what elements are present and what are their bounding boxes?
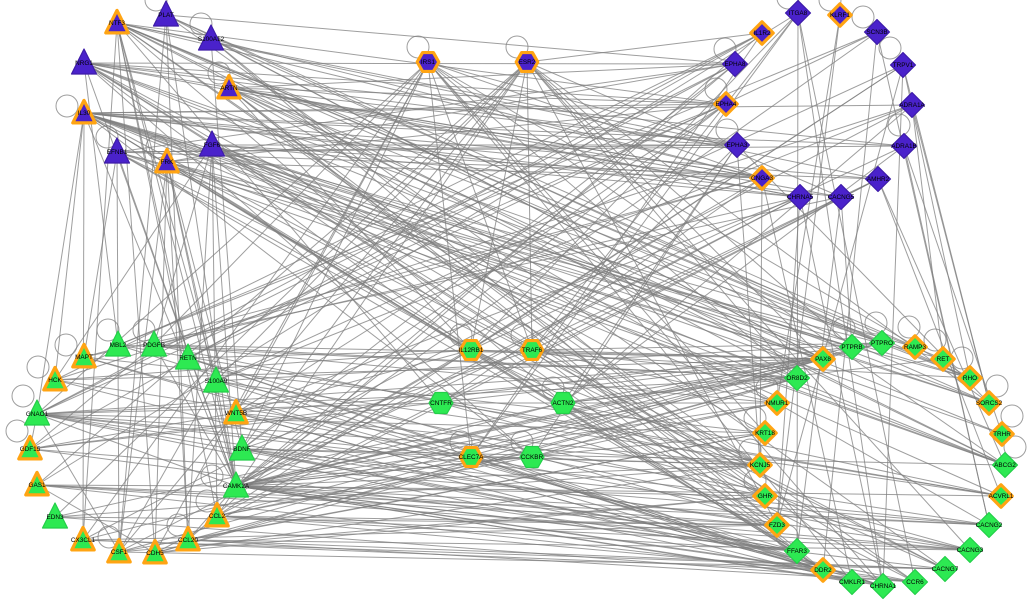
svg-text:NMUR1: NMUR1 xyxy=(766,400,789,407)
svg-text:PLAT: PLAT xyxy=(158,12,174,19)
svg-text:CMKLR1: CMKLR1 xyxy=(839,579,865,586)
svg-text:CCKBR: CCKBR xyxy=(521,454,544,461)
svg-text:MBL2: MBL2 xyxy=(110,342,127,349)
svg-text:CACNG5: CACNG5 xyxy=(828,194,855,201)
svg-text:TRAF6: TRAF6 xyxy=(522,347,543,354)
svg-text:HCK: HCK xyxy=(48,377,62,384)
svg-text:KLRF1: KLRF1 xyxy=(830,12,850,19)
svg-text:MAPT: MAPT xyxy=(75,354,93,361)
svg-text:PTPRB: PTPRB xyxy=(841,344,862,351)
svg-text:FZD3: FZD3 xyxy=(769,522,785,529)
svg-text:CDH5: CDH5 xyxy=(146,550,164,557)
svg-text:RAMP3: RAMP3 xyxy=(904,344,926,351)
svg-text:CNGA3: CNGA3 xyxy=(751,175,773,182)
svg-text:ADRA1B: ADRA1B xyxy=(891,143,917,150)
svg-text:FFAR3: FFAR3 xyxy=(787,548,807,555)
svg-text:CCL20: CCL20 xyxy=(178,537,198,544)
svg-text:CACNG3: CACNG3 xyxy=(957,547,984,554)
svg-text:EPHA4: EPHA4 xyxy=(716,101,737,108)
svg-text:S100A9: S100A9 xyxy=(205,378,228,385)
svg-text:EPHA3: EPHA3 xyxy=(727,142,748,149)
svg-text:ESR2: ESR2 xyxy=(519,59,536,66)
svg-text:NTF3: NTF3 xyxy=(109,20,125,27)
svg-text:WNT5B: WNT5B xyxy=(225,410,247,417)
svg-text:CCR6: CCR6 xyxy=(906,579,924,586)
svg-text:OR8D2: OR8D2 xyxy=(786,375,808,382)
svg-text:S100A12: S100A12 xyxy=(198,36,225,43)
svg-text:DDR2: DDR2 xyxy=(814,567,832,574)
svg-text:CACNG2: CACNG2 xyxy=(976,522,1003,529)
svg-text:ADRA1A: ADRA1A xyxy=(899,102,925,109)
svg-text:CCL2: CCL2 xyxy=(209,513,226,520)
svg-text:CHRNA1: CHRNA1 xyxy=(870,583,897,590)
svg-text:GHR: GHR xyxy=(758,493,773,500)
svg-text:RETN: RETN xyxy=(179,355,197,362)
svg-text:CAMK2A: CAMK2A xyxy=(223,483,250,490)
svg-text:GDF15: GDF15 xyxy=(20,446,41,453)
svg-text:SCN3B: SCN3B xyxy=(866,29,887,36)
svg-text:EDN3: EDN3 xyxy=(46,514,63,521)
svg-text:IL1R2: IL1R2 xyxy=(753,30,770,37)
svg-text:CHRNA5: CHRNA5 xyxy=(787,194,814,201)
svg-text:ACTN2: ACTN2 xyxy=(553,400,574,407)
svg-text:PTPRO: PTPRO xyxy=(871,340,893,347)
svg-text:TRPV1: TRPV1 xyxy=(893,62,914,69)
svg-text:PAX8: PAX8 xyxy=(815,356,831,363)
svg-text:CNTFR: CNTFR xyxy=(430,400,452,407)
svg-text:TRHR: TRHR xyxy=(993,431,1011,438)
svg-text:PDGFB: PDGFB xyxy=(143,342,165,349)
svg-text:KRT18: KRT18 xyxy=(755,430,775,437)
svg-text:CLEC7A: CLEC7A xyxy=(459,454,485,461)
svg-text:RHO: RHO xyxy=(963,375,977,382)
svg-text:IL30: IL30 xyxy=(78,110,91,117)
svg-text:ARTN: ARTN xyxy=(220,85,238,92)
svg-text:BDNF: BDNF xyxy=(233,446,250,453)
svg-text:CX3CL1: CX3CL1 xyxy=(71,537,96,544)
svg-text:RET: RET xyxy=(937,356,950,363)
svg-text:ABCG2: ABCG2 xyxy=(994,462,1016,469)
svg-text:GAS1: GAS1 xyxy=(28,482,45,489)
svg-text:KCNJ5: KCNJ5 xyxy=(750,462,771,469)
svg-text:AMHR2: AMHR2 xyxy=(867,176,890,183)
svg-text:SORCS2: SORCS2 xyxy=(976,400,1003,407)
svg-text:IL12RB1: IL12RB1 xyxy=(459,347,484,354)
svg-text:FRK: FRK xyxy=(161,159,175,166)
svg-text:NRG1: NRG1 xyxy=(75,60,93,67)
svg-text:FGF6: FGF6 xyxy=(204,142,221,149)
svg-text:CSF1: CSF1 xyxy=(111,549,128,556)
svg-text:ITGA8: ITGA8 xyxy=(789,10,808,17)
svg-text:IRS1: IRS1 xyxy=(421,59,436,66)
svg-text:ACVRL1: ACVRL1 xyxy=(989,493,1014,500)
svg-text:EFNB1: EFNB1 xyxy=(107,149,128,156)
svg-text:GNAO1: GNAO1 xyxy=(26,411,49,418)
svg-text:EPHA8: EPHA8 xyxy=(725,61,746,68)
svg-text:CACNG7: CACNG7 xyxy=(932,566,959,573)
